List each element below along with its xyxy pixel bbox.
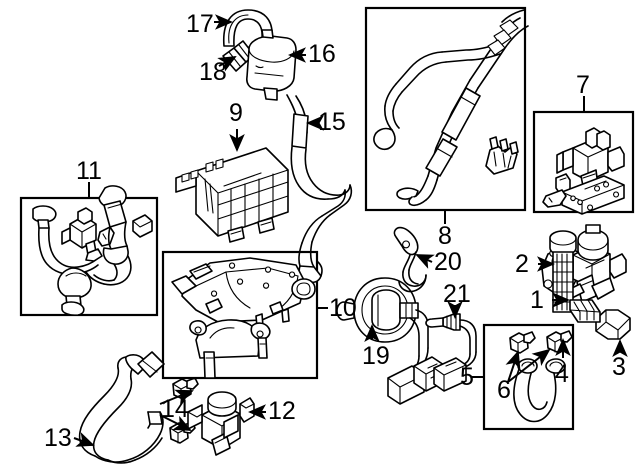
callout-label-15: 15 xyxy=(318,108,346,136)
vapor-line-upper xyxy=(286,94,353,284)
callout-label-4: 4 xyxy=(555,360,569,388)
part-9-vapor-canister xyxy=(175,147,289,243)
box-10-frame xyxy=(161,250,319,380)
leader-13 xyxy=(73,432,95,447)
callout-label-12: 12 xyxy=(268,397,296,425)
callout-label-7: 7 xyxy=(576,71,590,99)
leader-18 xyxy=(217,56,237,72)
box-11-contents-hose-assembly xyxy=(32,185,153,316)
callout-label-13: 13 xyxy=(44,424,72,452)
callout-label-6: 6 xyxy=(497,376,511,404)
callout-label-8: 8 xyxy=(438,222,452,250)
callout-label-2: 2 xyxy=(515,250,529,278)
box-8-contents-fuel-lines xyxy=(373,9,529,207)
callout-label-9: 9 xyxy=(229,99,243,127)
callout-label-21: 21 xyxy=(443,280,471,308)
leader-14a xyxy=(159,389,194,405)
leader-20 xyxy=(415,254,435,269)
leader-14b xyxy=(159,414,192,431)
part-12-purge-valve xyxy=(187,391,255,456)
leader-6b xyxy=(507,348,551,383)
callout-label-19: 19 xyxy=(362,342,390,370)
callout-label-18: 18 xyxy=(199,58,227,86)
callout-label-14: 14 xyxy=(161,395,189,423)
callout-label-16: 16 xyxy=(308,40,336,68)
callout-label-1: 1 xyxy=(530,286,544,314)
part-3-flange-bolt xyxy=(569,299,631,340)
box-10-contents-protector xyxy=(171,257,316,379)
callout-label-20: 20 xyxy=(434,248,462,276)
part-20-vent-hose xyxy=(393,226,427,293)
box-7-contents-valve-assembly xyxy=(542,127,625,215)
leader-6a xyxy=(505,350,521,383)
part-16-canister-filter xyxy=(246,29,297,101)
callout-label-3: 3 xyxy=(612,353,626,381)
part-13-hose xyxy=(78,351,165,464)
callout-label-11: 11 xyxy=(76,157,102,185)
callout-label-17: 17 xyxy=(186,10,214,38)
callout-leaders xyxy=(73,14,628,447)
callout-label-5: 5 xyxy=(460,363,474,391)
clip-bracket-part xyxy=(485,136,519,175)
callout-label-10: 10 xyxy=(329,294,357,322)
